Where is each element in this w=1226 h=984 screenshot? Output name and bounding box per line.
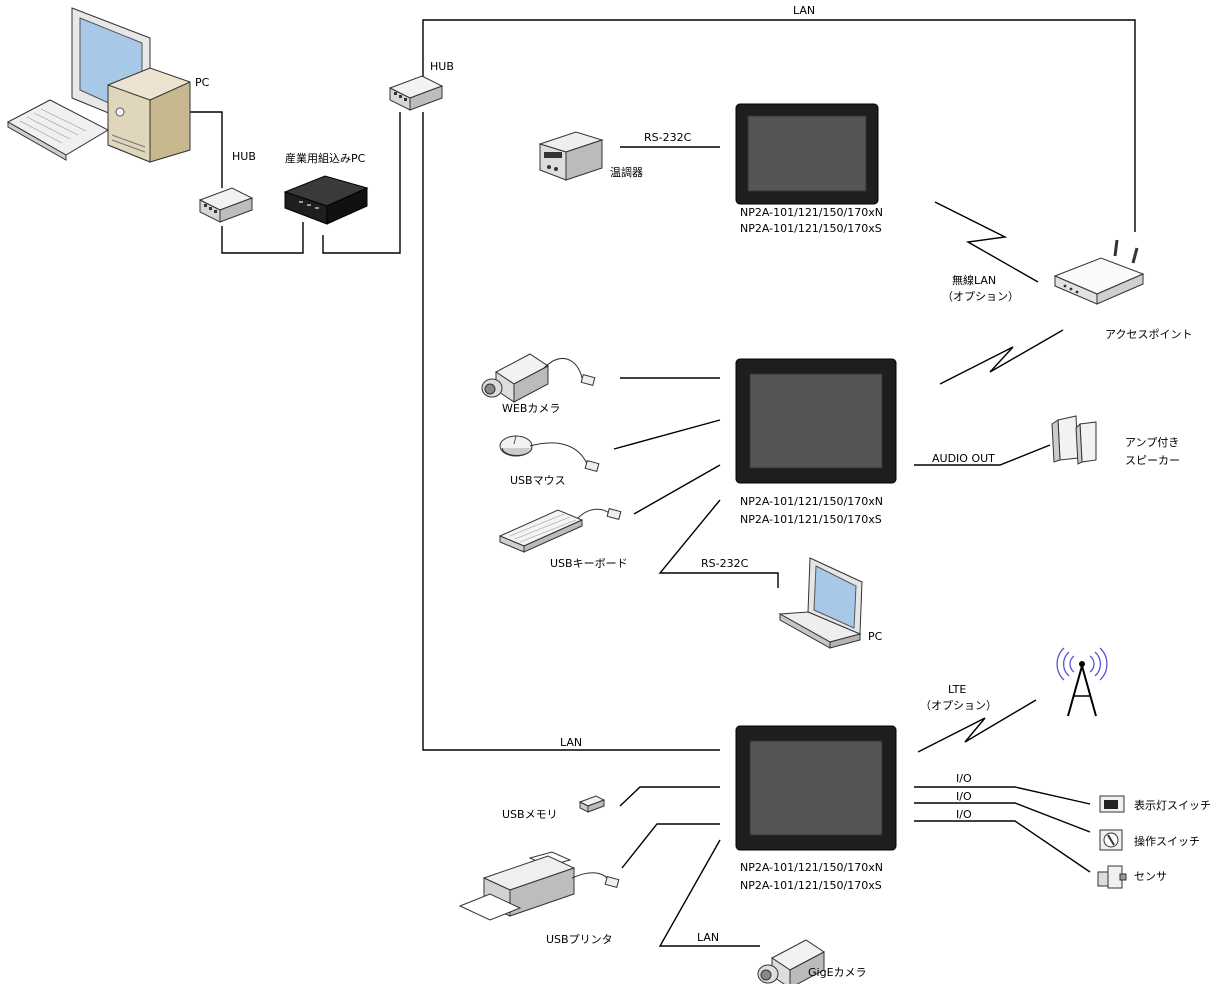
indicator-switch-icon	[1099, 795, 1125, 813]
sensor-icon	[1097, 865, 1127, 889]
lan-bottom-label: LAN	[560, 736, 582, 749]
web-camera-icon	[481, 353, 596, 403]
panel-1-model-s: NP2A-101/121/150/170xS	[740, 222, 882, 235]
usb-printer-line	[621, 823, 720, 869]
wireless-lan-option-label: （オプション）	[942, 290, 1019, 303]
gige-line	[658, 839, 760, 947]
rs232c-mid-label: RS-232C	[701, 557, 749, 570]
hub-top-label: HUB	[430, 60, 454, 73]
speaker-icon	[1051, 415, 1097, 465]
io-label-3: I/O	[956, 808, 972, 821]
access-point-icon	[1053, 239, 1145, 305]
lan-top-label: LAN	[793, 4, 815, 17]
wireless-zigzag-2	[939, 329, 1064, 385]
lte-label: LTE	[948, 683, 966, 696]
hub-embedded-line	[221, 222, 304, 254]
usb-memory-icon	[578, 795, 606, 813]
embedded-pc-icon	[283, 175, 369, 225]
sensor-label: センサ	[1134, 870, 1167, 883]
io-label-1: I/O	[956, 772, 972, 785]
usb-keyboard-icon	[498, 507, 622, 553]
usb-mouse-icon	[499, 435, 600, 473]
embedded-pc-label: 産業用組込みPC	[285, 152, 366, 165]
laptop-pc-icon	[778, 557, 863, 649]
usb-printer-icon	[458, 851, 620, 921]
hub-left-icon	[198, 187, 254, 223]
io-line-1	[914, 786, 1091, 805]
laptop-pc-label: PC	[868, 630, 883, 643]
temp-controller-icon	[538, 131, 604, 181]
usb-mouse-label: USBマウス	[510, 474, 566, 487]
wireless-lan-label: 無線LAN	[952, 273, 996, 287]
panel-3-model-n: NP2A-101/121/150/170xN	[740, 861, 883, 874]
operation-switch-icon	[1099, 829, 1123, 851]
touch-panel-1	[735, 103, 879, 205]
speaker-label-1: アンプ付き	[1125, 436, 1179, 449]
lte-antenna-icon	[1056, 647, 1108, 717]
indicator-switch-label: 表示灯スイッチ	[1134, 798, 1211, 812]
mouse-line	[613, 419, 721, 450]
pc-top-label: PC	[195, 76, 210, 89]
usb-printer-label: USBプリンタ	[546, 933, 613, 946]
audio-out-line	[914, 444, 1051, 466]
panel-3-model-s: NP2A-101/121/150/170xS	[740, 879, 882, 892]
lte-zigzag	[917, 699, 1037, 753]
io-line-3	[914, 820, 1091, 873]
panel-2-model-n: NP2A-101/121/150/170xN	[740, 495, 883, 508]
lan-gige-label: LAN	[697, 931, 719, 944]
hub-top-icon	[388, 75, 444, 111]
rs232c-top-label: RS-232C	[644, 131, 692, 144]
access-point-label: アクセスポイント	[1105, 328, 1192, 341]
temp-controller-label: 温調器	[610, 165, 643, 179]
lan-trunk-line	[422, 112, 720, 751]
desktop-pc-icon	[6, 7, 191, 163]
lan-top-line	[422, 19, 1136, 232]
io-line-2	[914, 802, 1091, 833]
touch-panel-3	[735, 725, 897, 851]
embedded-hub-line	[322, 112, 401, 254]
hub-left-label: HUB	[232, 150, 256, 163]
io-label-2: I/O	[956, 790, 972, 803]
usb-memory-line	[619, 786, 720, 807]
audio-out-label: AUDIO OUT	[932, 452, 995, 465]
lte-option-label: （オプション）	[920, 699, 997, 712]
pc-hub-line	[185, 111, 223, 188]
panel-1-model-n: NP2A-101/121/150/170xN	[740, 206, 883, 219]
speaker-label-2: スピーカー	[1125, 454, 1180, 467]
usb-keyboard-label: USBキーボード	[550, 557, 628, 570]
panel-2-model-s: NP2A-101/121/150/170xS	[740, 513, 882, 526]
usb-memory-label: USBメモリ	[502, 808, 558, 821]
wireless-zigzag-1	[934, 201, 1039, 283]
keyboard-line	[633, 464, 721, 515]
connection-lines	[185, 19, 1136, 947]
operation-switch-label: 操作スイッチ	[1134, 834, 1200, 848]
web-camera-label: WEBカメラ	[502, 402, 560, 415]
touch-panel-2	[735, 358, 897, 484]
gige-camera-icon	[757, 939, 825, 984]
rs232c-mid-line	[658, 499, 779, 588]
gige-camera-label: GigEカメラ	[808, 966, 867, 979]
